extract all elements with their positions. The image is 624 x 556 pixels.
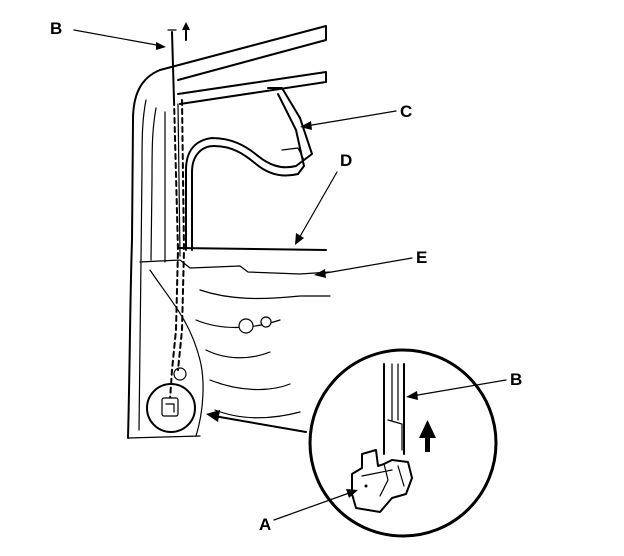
callout-e: E bbox=[416, 248, 427, 267]
up-arrow-icon bbox=[182, 22, 190, 41]
callout-b-detail: B bbox=[510, 370, 522, 389]
detail-pointer-arrow bbox=[206, 410, 307, 433]
callout-b-top: B bbox=[50, 19, 62, 38]
glass-run-channel bbox=[177, 87, 327, 251]
up-arrow-icon bbox=[419, 420, 436, 452]
callout-d: D bbox=[340, 151, 352, 170]
leader-lines bbox=[73, 29, 507, 521]
detail-circle bbox=[308, 348, 498, 538]
clip-location-circle bbox=[146, 383, 196, 433]
callout-c: C bbox=[400, 102, 412, 121]
callout-a: A bbox=[259, 515, 271, 534]
door-frame bbox=[127, 25, 331, 439]
cable bbox=[167, 29, 185, 401]
